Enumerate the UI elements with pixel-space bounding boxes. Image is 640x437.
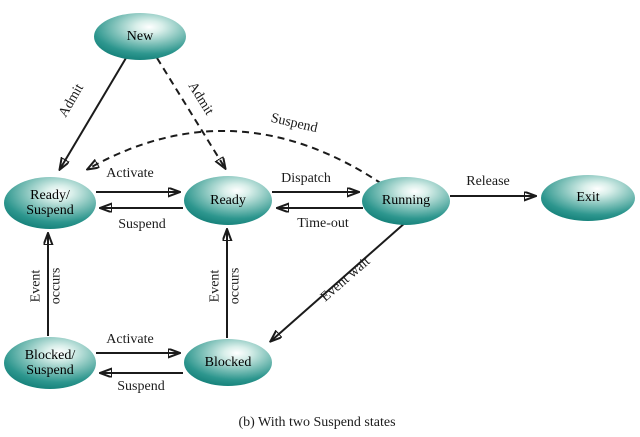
state-node-blocked-suspend: Blocked/ Suspend [4, 337, 96, 389]
state-label: Running [381, 193, 431, 209]
edge-label-suspend-bottom: Suspend [117, 379, 165, 394]
state-label: New [126, 28, 154, 44]
state-node-running: Running [362, 177, 450, 225]
state-label: Suspend [26, 203, 74, 218]
edge-admit-solid [60, 57, 127, 169]
edge-label-line: occurs [228, 267, 243, 305]
state-node-exit: Exit [541, 175, 635, 221]
edge-label-activate-bottom: Activate [106, 332, 154, 347]
state-label: Blocked/ [24, 347, 76, 363]
state-label: Suspend [26, 363, 74, 378]
state-label: Exit [576, 190, 600, 206]
edge-label-timeout: Time-out [297, 216, 349, 231]
state-node-ready-suspend: Ready/ Suspend [4, 177, 96, 229]
state-node-new: New [94, 13, 186, 60]
edge-label-release: Release [466, 174, 510, 189]
edge-label-event-occurs-mid: Event occurs [206, 268, 247, 305]
edge-admit-dashed [156, 57, 225, 168]
edge-label-suspend-top: Suspend [118, 217, 166, 232]
edge-label-line: occurs [49, 267, 64, 305]
edge-label-line: Event [207, 269, 223, 303]
edge-label-event-occurs-left: Event occurs [27, 268, 68, 305]
figure-caption: (b) With two Suspend states [238, 415, 396, 430]
edge-label-activate-top: Activate [106, 166, 154, 181]
state-label: Ready [210, 192, 246, 208]
edge-suspend-arc [88, 129, 383, 185]
state-label: Ready/ [30, 187, 70, 203]
edge-label-line: Event [28, 269, 44, 303]
edge-label-dispatch: Dispatch [281, 171, 331, 186]
edge-event-wait [271, 221, 407, 341]
state-node-ready: Ready [184, 176, 272, 225]
state-node-blocked: Blocked [184, 339, 272, 386]
state-label: Blocked [204, 354, 252, 370]
